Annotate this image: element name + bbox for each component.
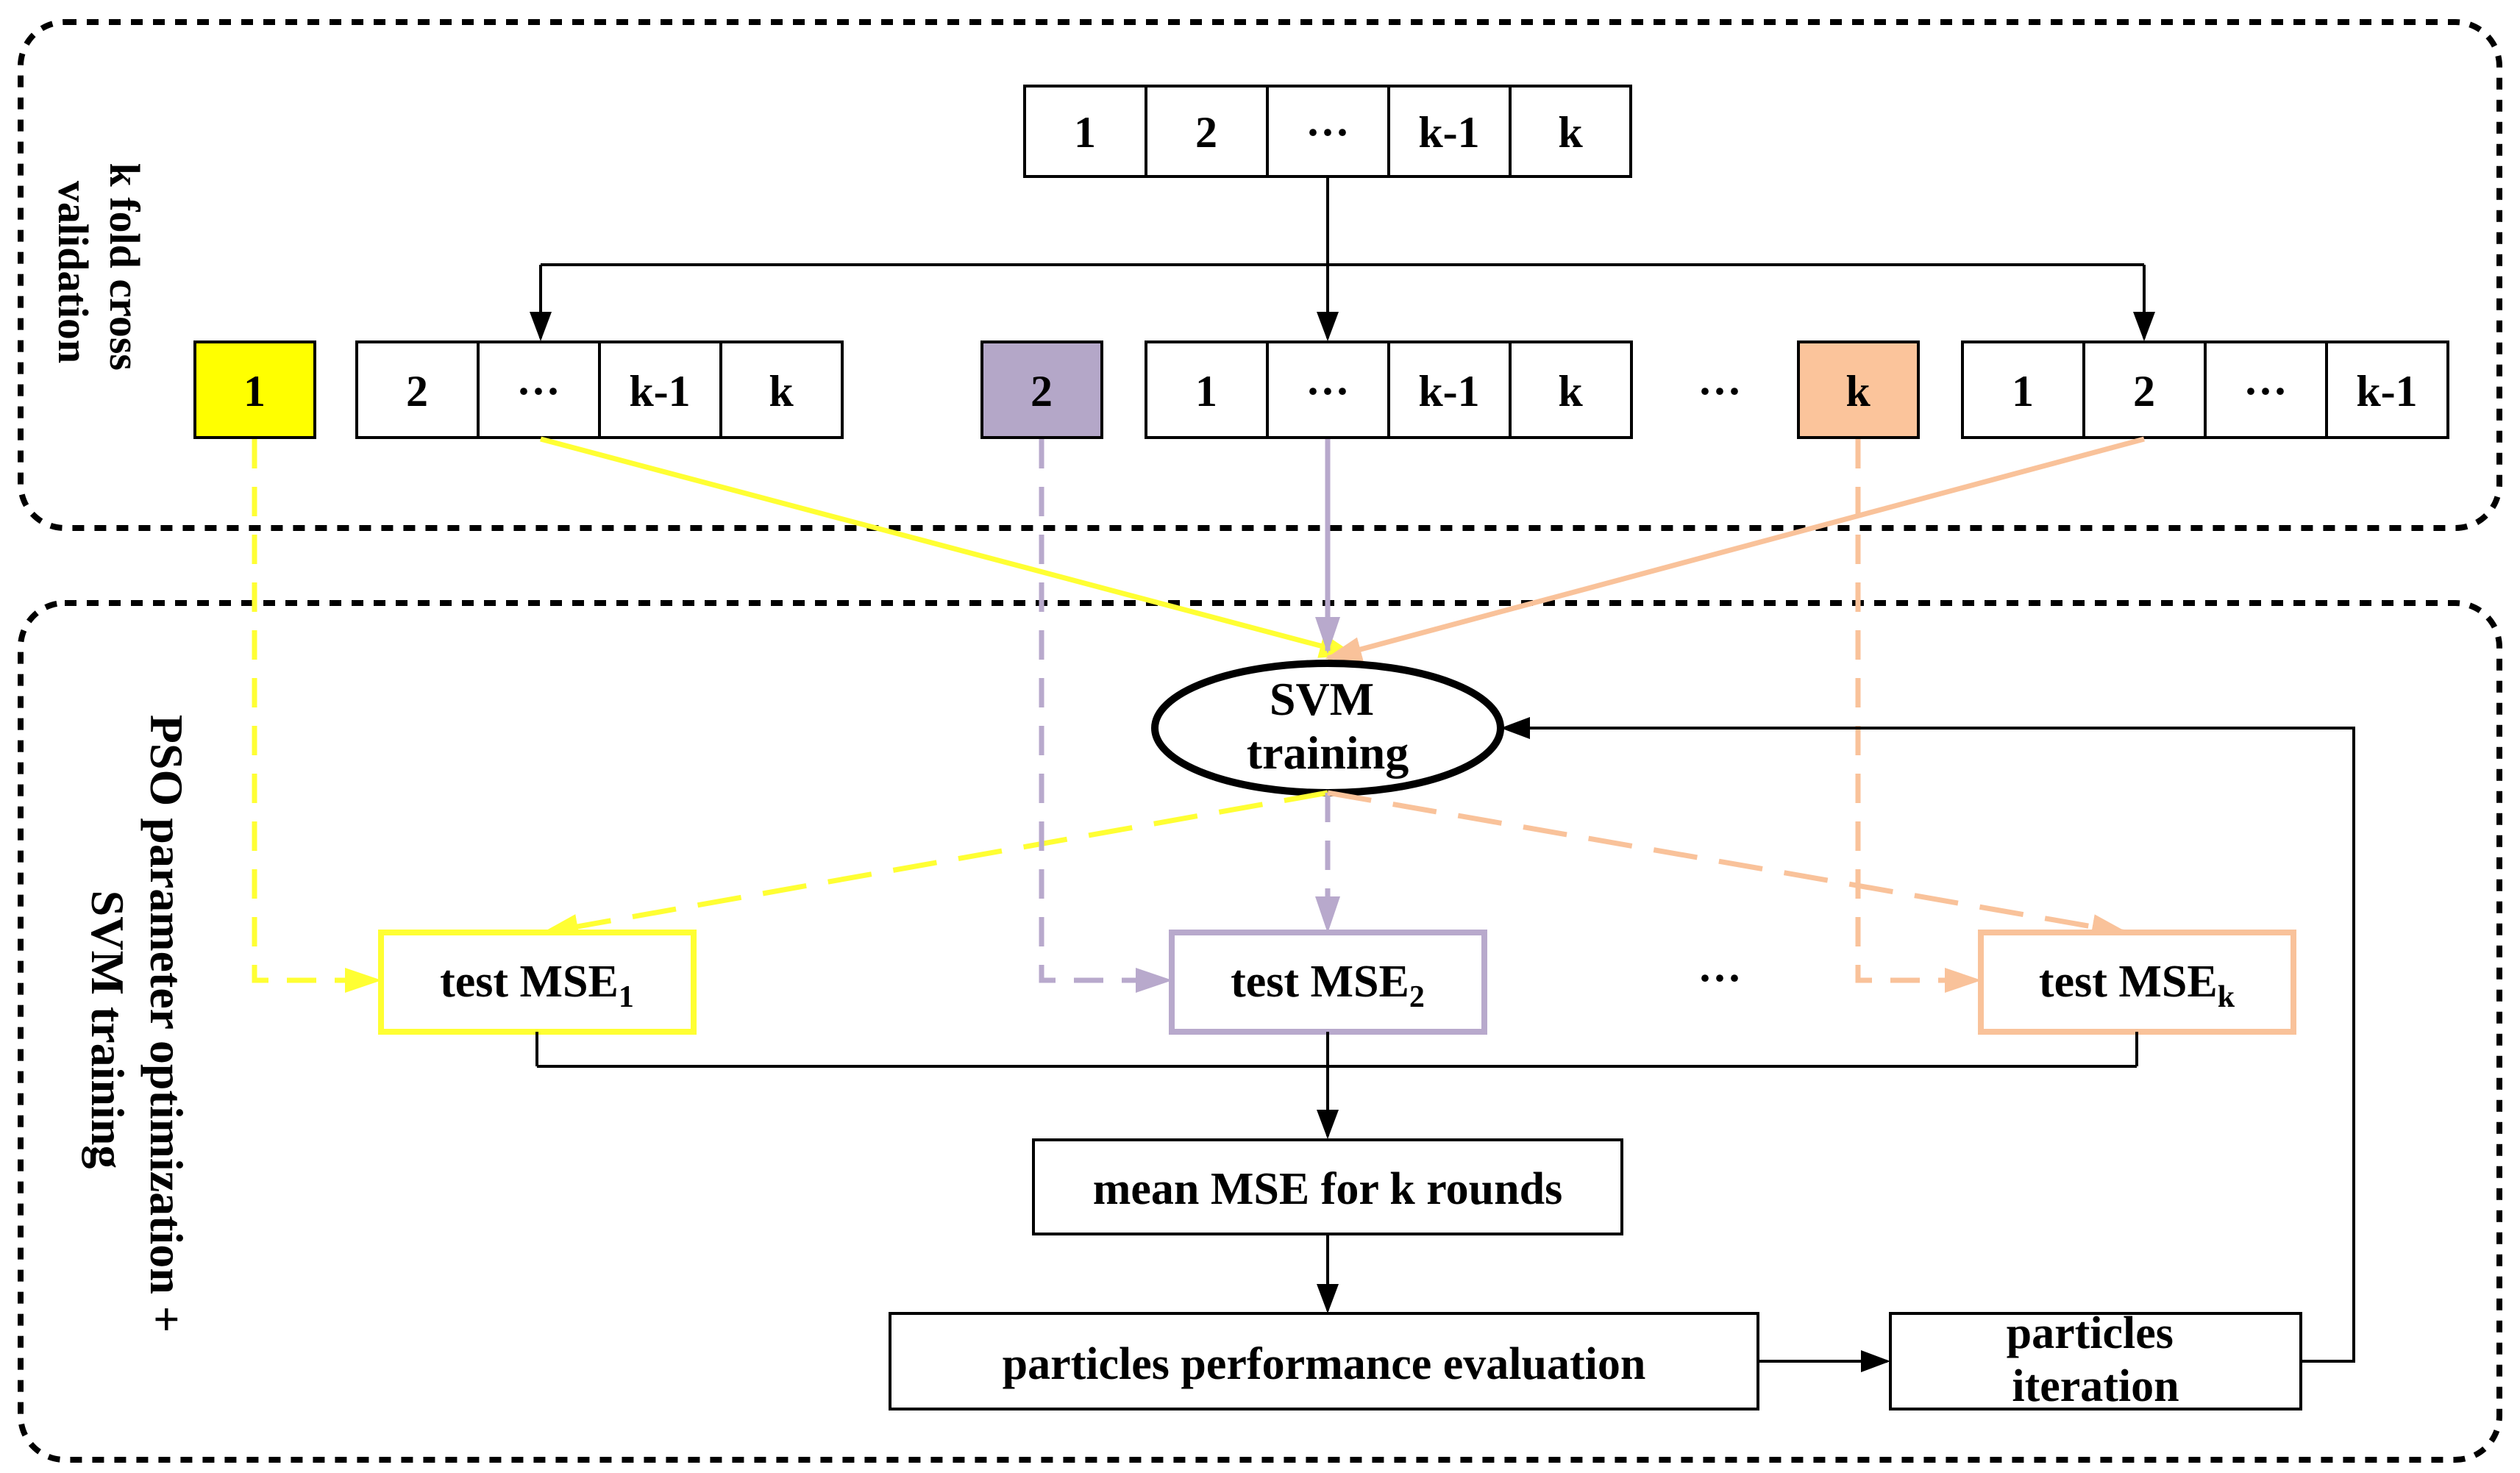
merge-connectors <box>535 1032 2138 1139</box>
fold-1: 1 2 ··· k-1 k <box>193 340 844 439</box>
fold-2-train-cell: k <box>1558 367 1583 415</box>
iteration-feedback-arrow <box>1501 717 2355 1363</box>
fold-1-train-arrow <box>540 436 1356 658</box>
evaluation-label: particles performance evaluation <box>1003 1339 1646 1389</box>
pso-svm-section <box>18 600 2502 1463</box>
tests-ellipsis: ··· <box>1698 954 1742 1002</box>
test-mse-k-label: test MSEk <box>2039 957 2235 1014</box>
iteration-box <box>1889 1312 2302 1410</box>
full-cell-k: k <box>1558 108 1583 157</box>
fold-1-train-cell: k-1 <box>629 367 690 415</box>
cross-validation-section <box>18 19 2502 531</box>
fold-k: k 1 2 ··· k-1 <box>1797 340 2449 439</box>
fold-1-test-cell <box>193 340 316 439</box>
test-mse-1-label: test MSE1 <box>440 957 634 1014</box>
cross-validation-label: k fold cross validation <box>49 163 149 381</box>
fold-2: 2 1 ··· k-1 k <box>980 340 1633 439</box>
svm-to-testk-arrow <box>1327 790 2129 939</box>
fold-1-train-cell: 2 <box>406 367 428 415</box>
svm-training-label: SVM training <box>1247 673 1409 779</box>
pso-svm-section-label: PSO parameter optimization + SVM trainin… <box>82 715 193 1345</box>
full-cell-2: 2 <box>1195 108 1217 157</box>
fold-2-train-cell: k-1 <box>1418 367 1479 415</box>
fold-2-train-cell: ··· <box>1306 367 1350 415</box>
fold-ellipsis: ··· <box>1698 367 1742 415</box>
fold-k-train-arrow <box>1325 436 2145 662</box>
fold-k-test-cell <box>1797 340 1920 439</box>
test-mse-2-label: test MSE2 <box>1231 957 1425 1014</box>
fold-2-test-label: 2 <box>1031 367 1053 415</box>
fold-2-test-cell <box>980 340 1103 439</box>
fold-1-train-cell: k <box>769 367 794 415</box>
fold-k-train-cell: 1 <box>2012 367 2034 415</box>
fold-2-train-cell: 1 <box>1195 367 1217 415</box>
full-cell-ellipsis: ··· <box>1306 108 1350 157</box>
test-mse-1-box: test MSE1 <box>378 930 697 1035</box>
fold-k-train-cell: 2 <box>2133 367 2155 415</box>
fold-2-test-arrow <box>1039 439 1172 993</box>
mean-mse-label: mean MSE for k rounds <box>1093 1164 1563 1214</box>
test-mse-k-box: test MSEk <box>1978 930 2296 1035</box>
fold-k-train-cell: k-1 <box>2356 367 2417 415</box>
mean-mse-box <box>1032 1138 1623 1235</box>
full-cell-k-minus-1: k-1 <box>1418 108 1479 157</box>
full-cell-1: 1 <box>1074 108 1096 157</box>
full-dataset-row: 1 2 ··· k-1 k <box>1023 85 1632 178</box>
svm-to-test1-arrow <box>541 790 1328 939</box>
fold-k-test-arrow <box>1855 439 1982 993</box>
fold-k-test-label: k <box>1845 367 1871 415</box>
fold-k-train-cell: ··· <box>2243 367 2288 415</box>
split-connectors <box>530 176 2155 341</box>
test-mse-2-box: test MSE2 <box>1169 930 1487 1035</box>
fold-1-train-cell: ··· <box>516 367 560 415</box>
fold-1-test-label: 1 <box>243 367 266 415</box>
iteration-label: particles iteration <box>2007 1308 2185 1411</box>
fold-1-test-arrow <box>252 439 382 993</box>
